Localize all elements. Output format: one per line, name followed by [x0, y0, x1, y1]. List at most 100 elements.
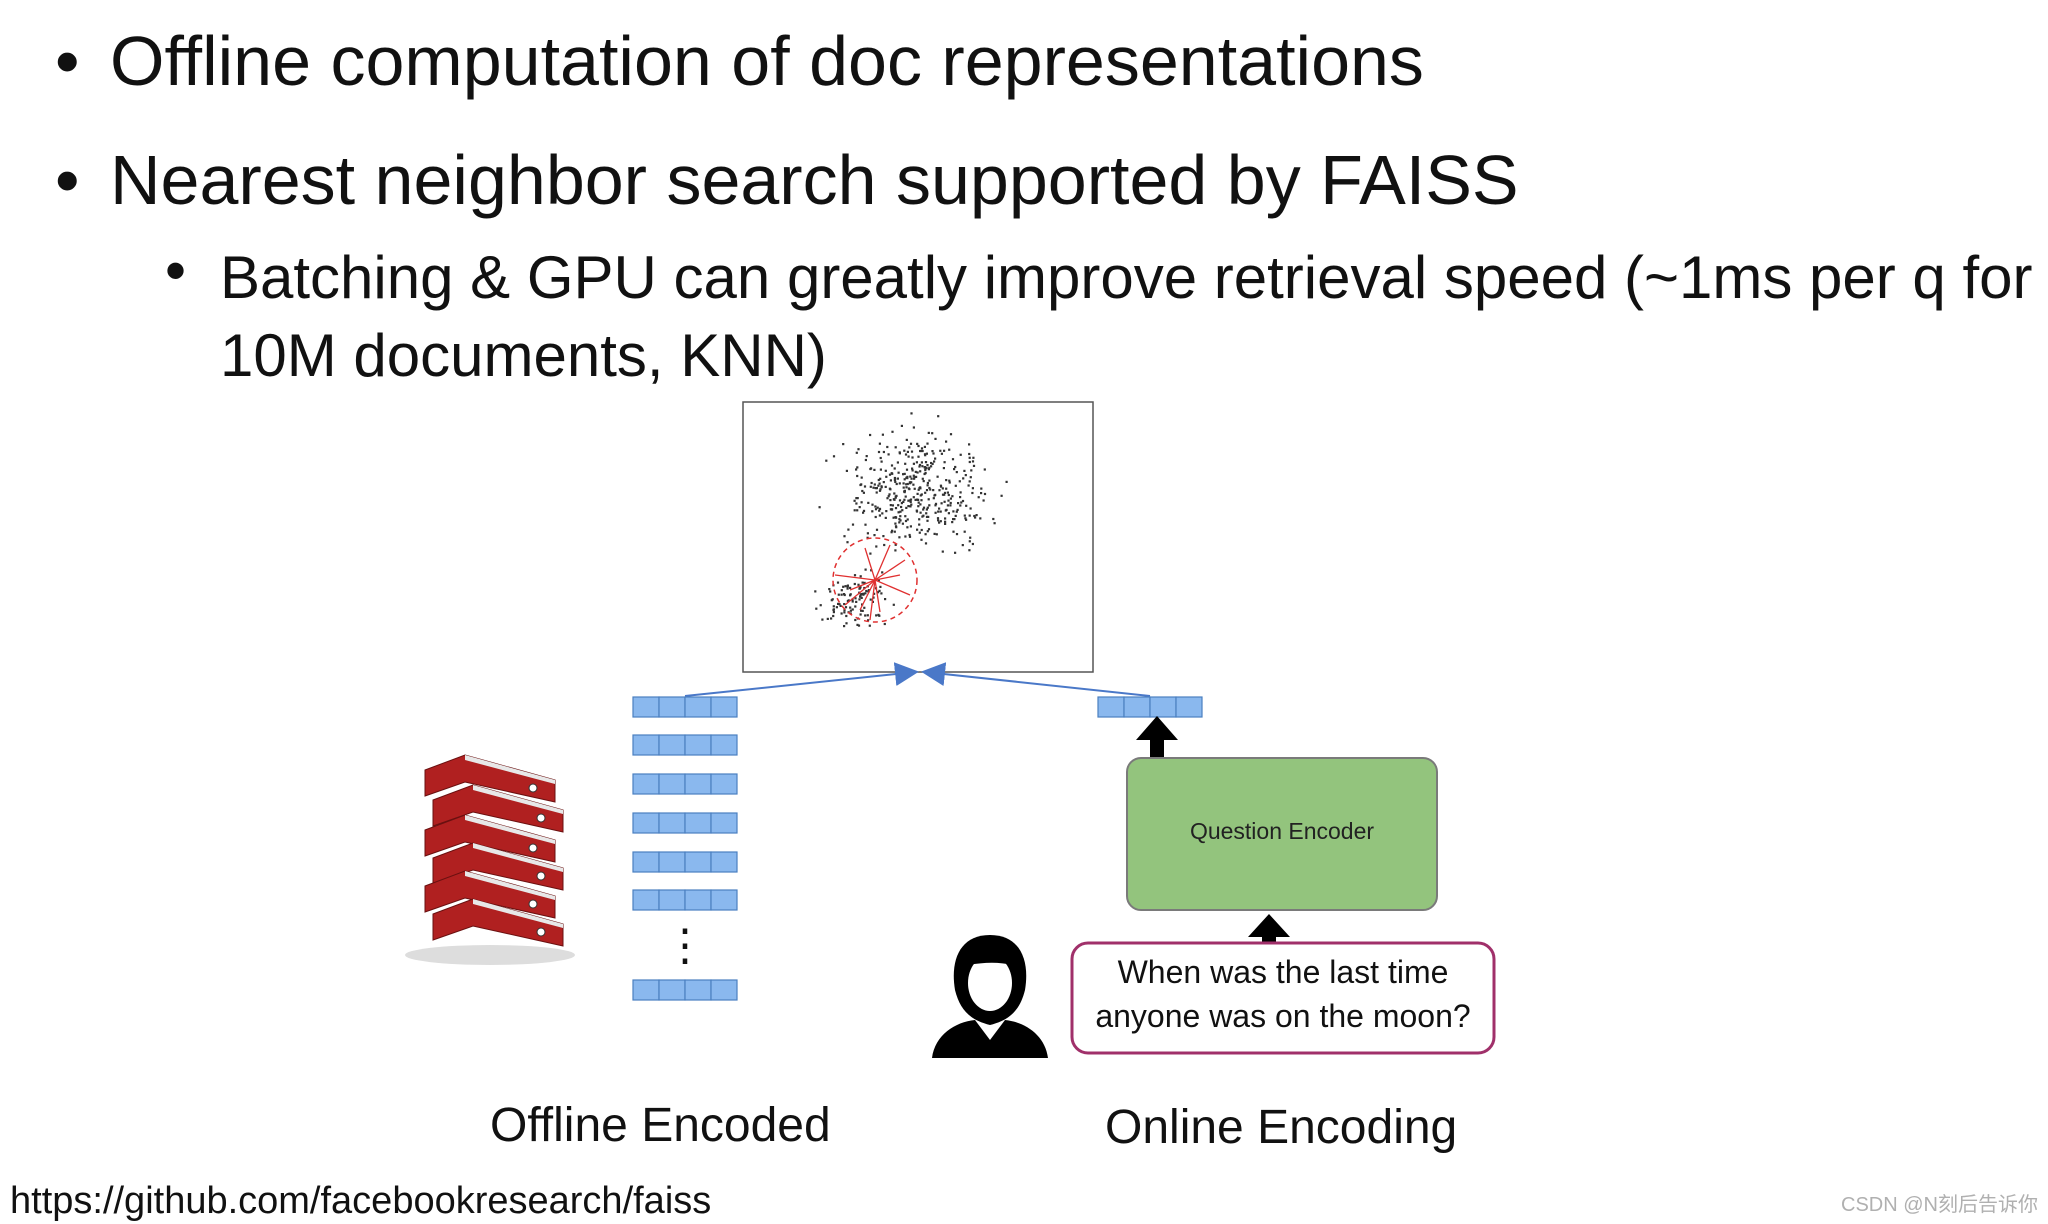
scatter-point	[944, 520, 947, 523]
scatter-point	[918, 463, 922, 467]
scatter-point	[870, 569, 873, 572]
neighbor-line	[849, 579, 876, 591]
scatter-point	[922, 506, 926, 509]
scatter-point	[943, 491, 947, 494]
scatter-point	[873, 592, 876, 595]
scatter-point	[912, 483, 915, 486]
scatter-point	[943, 493, 946, 496]
scatter-point	[920, 528, 923, 532]
scatter-point	[927, 515, 930, 518]
scatter-point	[853, 582, 856, 586]
document-vector	[632, 734, 738, 756]
scatter-point	[956, 508, 959, 511]
scatter-point	[946, 504, 949, 507]
scatter-point	[832, 605, 835, 608]
scatter-point	[861, 489, 864, 493]
scatter-point	[882, 450, 885, 454]
scatter-point	[973, 514, 976, 518]
query-vector-arrow	[921, 662, 1151, 697]
scatter-point	[870, 481, 873, 485]
scatter-point	[907, 505, 910, 508]
scatter-point	[920, 499, 923, 502]
scatter-point	[894, 549, 897, 552]
scatter-point	[871, 503, 874, 506]
scatter-point	[881, 433, 884, 436]
scatter-point	[843, 611, 846, 614]
scatter-point	[902, 500, 905, 503]
document-vector	[632, 979, 738, 1001]
scatter-point	[874, 487, 877, 490]
neighbor-line	[844, 579, 876, 606]
scatter-point	[933, 460, 936, 463]
question-text: When was the last time anyone was on the…	[1095, 954, 1471, 1034]
scatter-point	[885, 475, 888, 478]
scatter-point	[835, 606, 838, 609]
scatter-point	[943, 500, 946, 503]
scatter-point	[959, 496, 962, 499]
online-encoding-caption: Online Encoding	[1105, 1101, 1458, 1154]
scatter-point	[883, 622, 886, 626]
scatter-point	[890, 464, 894, 467]
scatter-point	[877, 478, 880, 482]
neighbor-line	[874, 544, 891, 581]
scatter-point	[860, 596, 863, 599]
scatter-point	[900, 502, 903, 505]
scatter-point	[920, 493, 923, 496]
scatter-point	[878, 514, 881, 517]
scatter-point	[923, 445, 926, 448]
document-vector	[632, 696, 738, 718]
neighbor-line	[874, 559, 906, 581]
scatter-point	[908, 446, 911, 449]
source-url: https://github.com/facebookresearch/fais…	[10, 1180, 712, 1222]
scatter-point	[927, 528, 931, 531]
scatter-point	[908, 488, 911, 491]
scatter-point	[866, 536, 869, 539]
scatter-point	[860, 609, 863, 612]
scatter-point	[993, 522, 996, 525]
scatter-point	[916, 492, 919, 495]
scatter-point	[992, 517, 995, 521]
scatter-point	[982, 499, 985, 502]
scatter-point	[872, 486, 875, 489]
scatter-point	[893, 467, 896, 470]
scatter-point	[925, 515, 929, 518]
scatter-point	[864, 523, 867, 526]
scatter-point	[896, 477, 899, 480]
scatter-point	[962, 477, 965, 480]
scatter-point	[903, 498, 906, 501]
scatter-point	[949, 433, 953, 436]
scatter-point	[872, 596, 875, 599]
scatter-point	[919, 470, 922, 473]
scatter-point	[924, 469, 927, 472]
scatter-point	[826, 617, 829, 620]
scatter-point	[878, 614, 881, 617]
scatter-point	[926, 464, 929, 467]
scatter-point	[856, 466, 859, 469]
scatter-point	[832, 611, 835, 614]
scatter-point	[970, 469, 973, 472]
scatter-point	[955, 533, 959, 536]
scatter-point	[939, 520, 942, 523]
scatter-point	[865, 455, 868, 458]
scatter-point	[932, 497, 935, 500]
scatter-point	[920, 449, 923, 453]
scatter-point	[843, 593, 846, 597]
scatter-point	[859, 593, 862, 596]
scatter-point	[931, 432, 934, 435]
scatter-point	[903, 478, 906, 481]
scatter-point	[930, 465, 933, 468]
scatter-point	[849, 593, 852, 596]
scatter-point	[915, 509, 918, 512]
scatter-point	[908, 533, 911, 537]
neighbor-radius-circle	[832, 537, 918, 623]
scatter-point	[957, 502, 960, 505]
scatter-point	[842, 585, 845, 588]
scatter-point	[949, 501, 952, 505]
scatter-point	[922, 480, 925, 483]
scatter-point	[944, 517, 947, 520]
scatter-point	[862, 491, 865, 494]
scatter-point	[875, 545, 878, 548]
bullet-dot: •	[55, 22, 80, 100]
scatter-point	[954, 484, 957, 487]
